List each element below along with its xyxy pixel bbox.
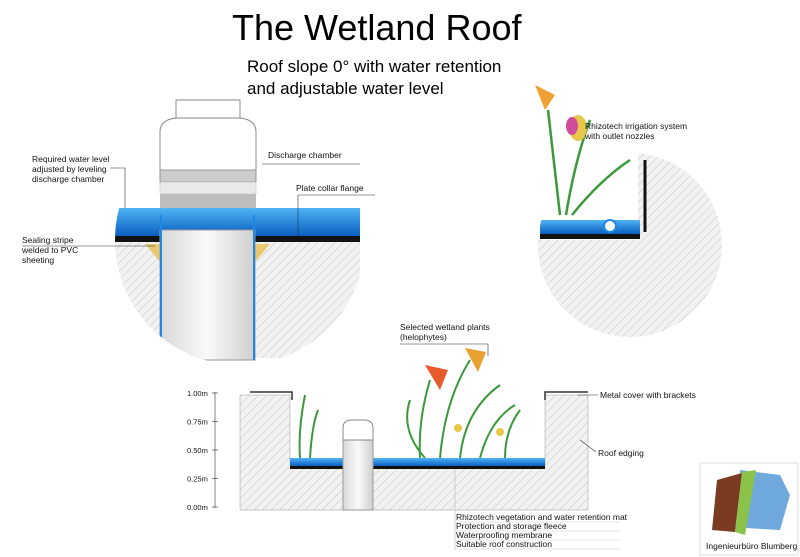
subtitle-line-1: Roof slope 0° with water retention [247, 57, 501, 76]
label-water-level-2: adjusted by leveling [32, 164, 107, 174]
scale-tick-label: 0.00m [187, 503, 208, 512]
label-sealing-stripe-3: sheeting [22, 255, 54, 265]
label-irrigation-1: Rhizotech irrigation system [585, 121, 687, 131]
diagram-title: The Wetland Roof [232, 7, 522, 48]
scale-tick-label: 1.00m [187, 389, 208, 398]
scale-tick-label: 0.50m [187, 446, 208, 455]
label-water-level-1: Required water level [32, 154, 110, 164]
layer-label: Suitable roof construction [456, 539, 552, 549]
label-sealing-stripe-2: welded to PVC [21, 245, 78, 255]
label-metal-cover: Metal cover with brackets [600, 390, 696, 400]
wetland-roof-section [239, 348, 589, 511]
height-scale: 1.00m 0.75m 0.50m 0.25m 0.00m [187, 389, 218, 512]
layer-label: Protection and storage fleece [456, 521, 567, 531]
label-sealing-stripe-1: Sealing stripe [22, 235, 74, 245]
label-plate-collar-flange: Plate collar flange [296, 183, 364, 193]
subtitle-line-2: and adjustable water level [247, 79, 444, 98]
layer-legend: Rhizotech vegetation and water retention… [454, 470, 628, 550]
scale-tick-label: 0.25m [187, 475, 208, 484]
irrigation-detail [535, 85, 722, 337]
label-discharge-chamber: Discharge chamber [268, 150, 342, 160]
discharge-chamber-detail [115, 208, 360, 361]
label-irrigation-2: with outlet nozzles [584, 131, 654, 141]
label-roof-edging: Roof edging [598, 448, 644, 458]
label-wetland-plants-2: (helophytes) [400, 332, 447, 342]
logo-text: Ingenieurbüro Blumberg [706, 541, 797, 551]
scale-tick-label: 0.75m [187, 418, 208, 427]
label-water-level-3: discharge chamber [32, 174, 104, 184]
label-wetland-plants-1: Selected wetland plants [400, 322, 490, 332]
company-logo: Ingenieurbüro Blumberg [699, 462, 799, 556]
layer-label: Waterproofing membrane [456, 530, 552, 540]
layer-label: Rhizotech vegetation and water retention… [456, 512, 628, 522]
